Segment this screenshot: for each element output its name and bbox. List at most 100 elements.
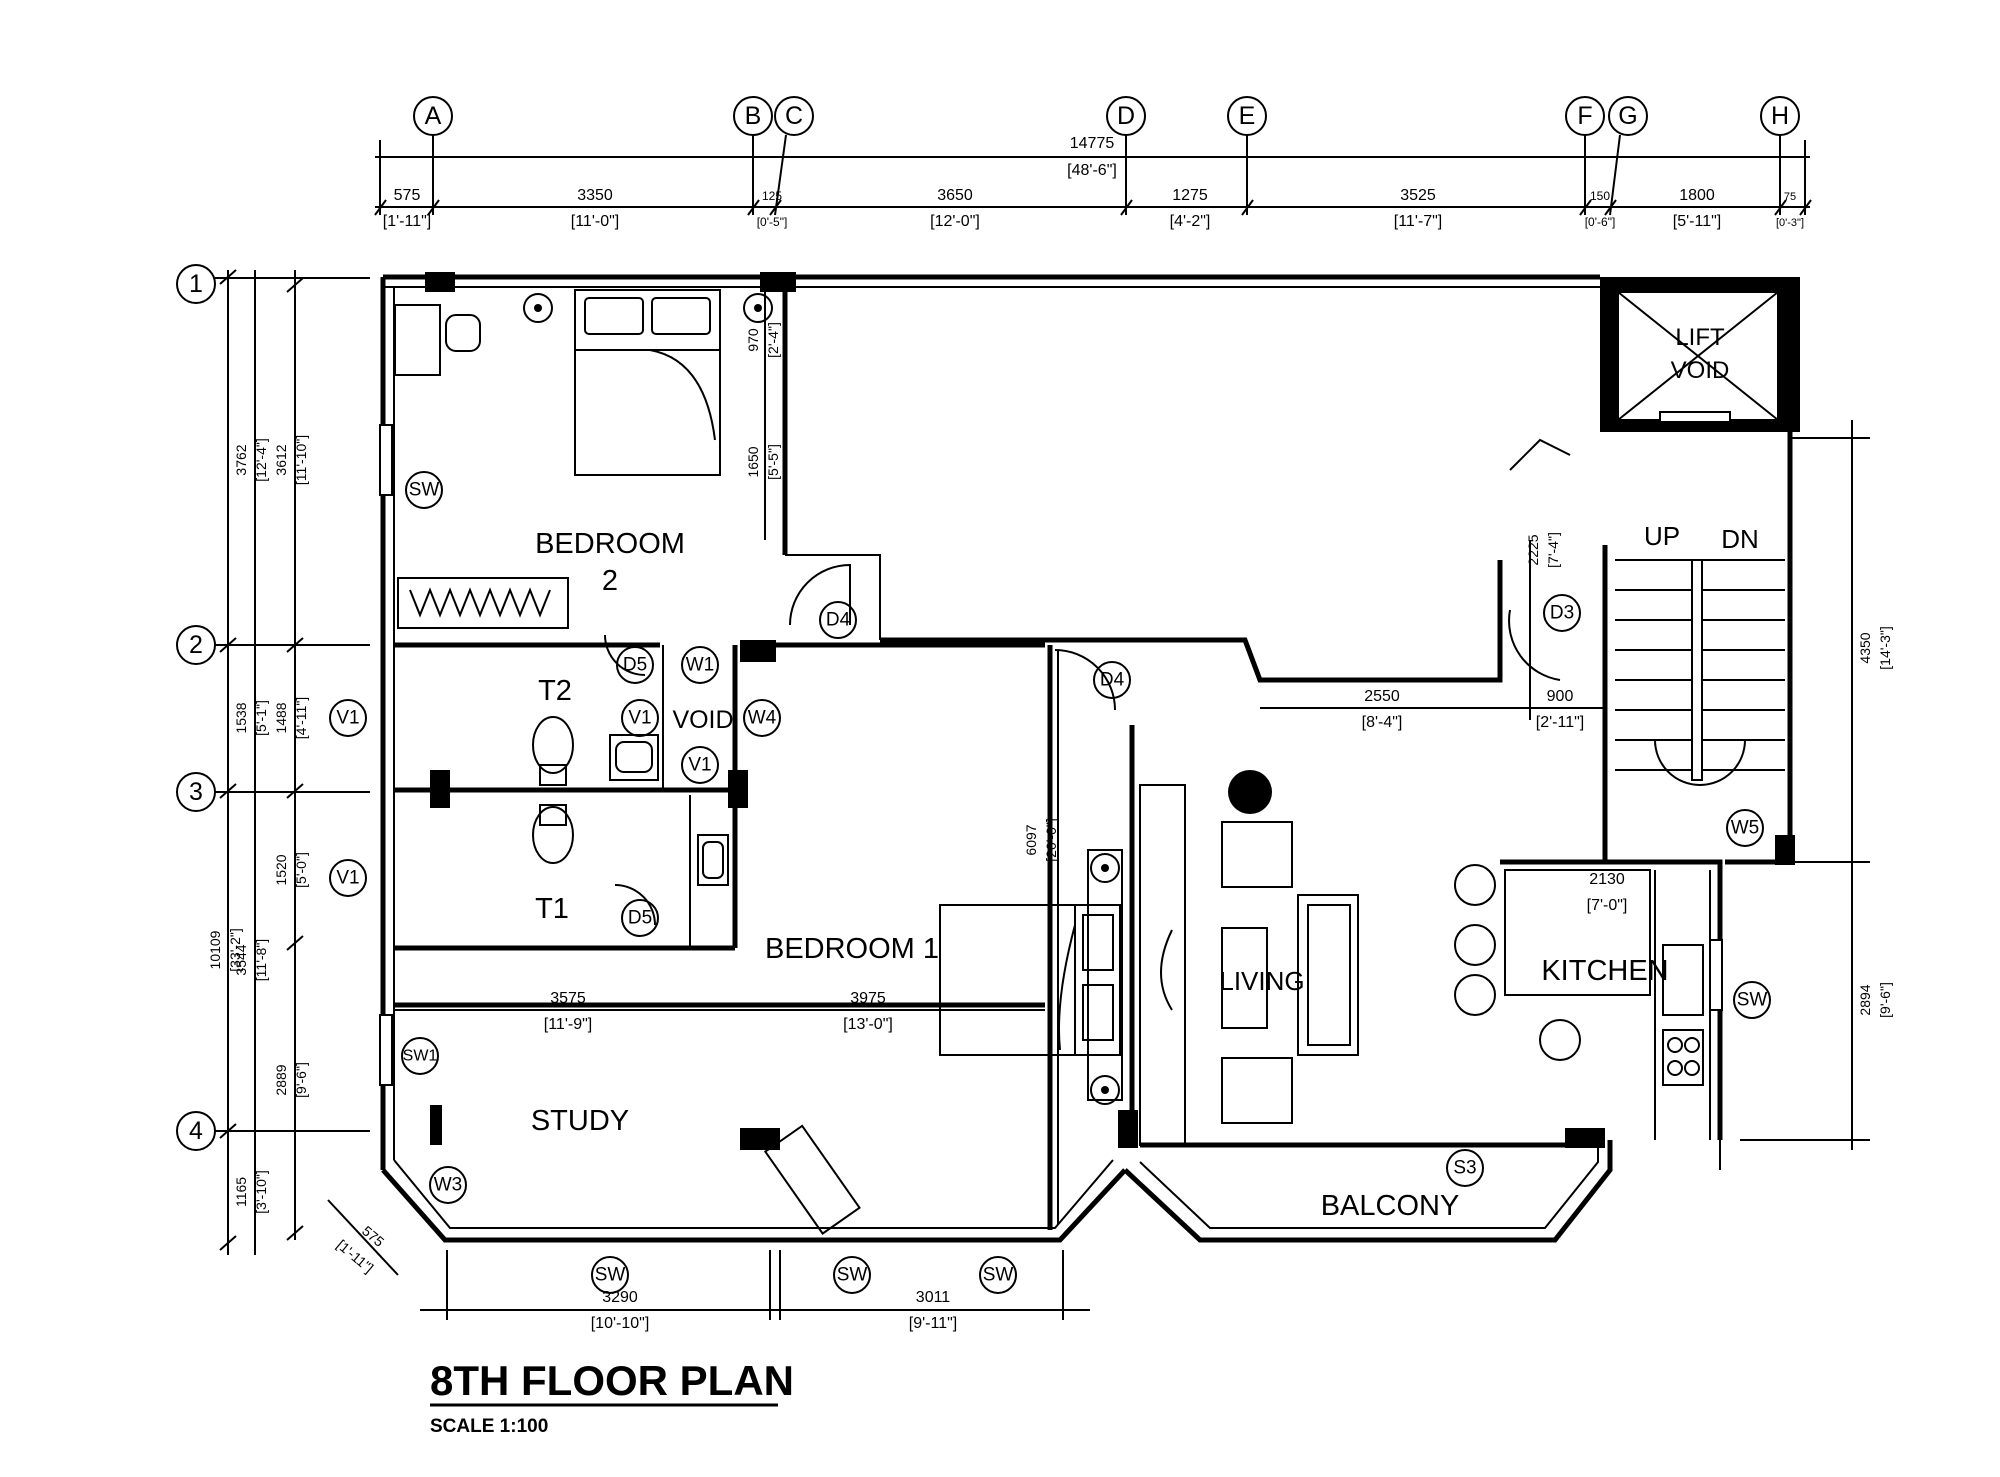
svg-text:W1: W1 [686,655,715,676]
right-dimension-chain: 4350 [14'-3"] 2894 [9'-6"] [1740,420,1893,1150]
dim-left-1b: 3612 [273,444,289,475]
svg-text:3575: 3575 [550,990,586,1007]
svg-text:G: G [1618,102,1637,130]
dim-left-3c: 2889 [273,1064,289,1095]
dim-left-4: 1165 [233,1177,249,1207]
svg-text:1650: 1650 [745,446,761,477]
dim-top-5: 1275 [1172,187,1208,204]
drawing-title-block: 8TH FLOOR PLAN SCALE 1:100 [430,1357,794,1437]
dim-top-4-imperial: [12'-0"] [930,213,980,230]
inner-dimensions: 970 [2'-4"] 1650 [5'-5"] 2225 [7'-4"] 25… [395,290,1627,1225]
dim-overall-width: 14775 [1070,135,1115,152]
room-label-study: STUDY [531,1105,629,1137]
tag-d4-bedroom1: D4 [1093,661,1131,699]
svg-text:V1: V1 [336,868,359,889]
svg-text:E: E [1239,102,1256,130]
tag-d3-hall: D3 [1543,594,1581,632]
tag-d4-bedroom2: D4 [819,601,857,639]
svg-text:3: 3 [189,778,203,806]
svg-text:900: 900 [1547,688,1574,705]
dim-top-6-imperial: [11'-7"] [1394,213,1442,230]
svg-text:2550: 2550 [1364,688,1400,705]
svg-text:970: 970 [745,328,761,352]
dim-left-1: 3762 [233,444,249,475]
svg-text:[11'-9"]: [11'-9"] [544,1016,592,1033]
room-label-void: VOID [672,706,733,734]
walls [379,274,1800,1243]
svg-text:D3: D3 [1550,603,1574,624]
tag-sw-bedroom2: SW [405,471,443,509]
room-label-t1: T1 [535,893,569,925]
dim-left-1-imperial: [12'-4"] [253,438,269,481]
svg-text:SW: SW [409,480,440,501]
furniture [394,289,1704,1235]
grid-bubble-b: B [733,96,773,136]
dim-top-1: 575 [394,187,421,204]
dim-left-4-imperial: [3'-10"] [253,1170,269,1213]
tag-v1-t2-right: V1 [621,699,659,737]
svg-text:H: H [1771,102,1789,130]
tag-d5-t1: D5 [621,899,659,937]
svg-text:SW: SW [1737,990,1768,1011]
dim-bottom-right: 3011 [916,1289,951,1306]
dim-right-kitchen: 2894 [1857,984,1873,1015]
dim-overall-height: 10109 [207,930,223,969]
tag-v1-t1-left: V1 [329,859,367,897]
svg-text:W5: W5 [1731,818,1760,839]
dim-top-2: 3350 [577,187,613,204]
dim-top-9-imperial: [0'-3"] [1776,217,1804,229]
dim-top-8: 1800 [1679,187,1715,204]
drawing-title: 8TH FLOOR PLAN [430,1357,794,1404]
svg-text:B: B [745,102,762,130]
svg-text:D4: D4 [826,610,851,631]
svg-text:[13'-0"]: [13'-0"] [843,1016,893,1033]
svg-text:SW: SW [837,1265,868,1286]
dim-right-stair-imperial: [14'-3"] [1877,626,1893,669]
tag-sw-bottom-mid: SW [833,1256,871,1294]
svg-text:2: 2 [189,631,203,659]
tag-v1-void: V1 [681,746,719,784]
dim-bottom-left: 3290 [602,1289,638,1306]
dim-right-kitchen-imperial: [9'-6"] [1877,982,1893,1018]
room-label-living: LIVING [1219,966,1304,996]
svg-text:[7'-4"]: [7'-4"] [1545,532,1561,568]
grid-bubble-d: D [1106,96,1146,136]
dim-left-1b-imperial: [11'-10"] [293,435,309,485]
grid-row-markers: 1 2 3 4 [176,264,370,1151]
svg-text:SW: SW [595,1265,626,1286]
grid-bubble-4: 4 [176,1111,216,1151]
dim-top-4: 3650 [937,187,973,204]
dim-top-7-imperial: [0'-6"] [1585,215,1616,229]
dim-overall-height-imperial: [33'-2"] [227,928,243,971]
tag-w4-void: W4 [743,699,781,737]
dim-top-2-imperial: [11'-0"] [571,213,619,230]
svg-text:V1: V1 [628,708,651,729]
stair-treads [1615,559,1785,786]
dim-top-9: 75 [1784,191,1796,203]
svg-text:[7'-0"]: [7'-0"] [1587,897,1628,914]
dim-top-8-imperial: [5'-11"] [1673,213,1721,230]
dim-left-2b-imperial: [4'-11"] [293,697,309,739]
grid-bubble-g: G [1608,96,1648,136]
grid-bubble-2: 2 [176,625,216,665]
svg-text:[5'-5"]: [5'-5"] [765,444,781,480]
svg-text:[8'-4"]: [8'-4"] [1362,714,1403,731]
grid-bubble-a: A [413,96,453,136]
dim-left-3-imperial: [11'-8"] [253,939,269,981]
grid-bubble-h: H [1760,96,1800,136]
tag-sw-bottom-left: SW [591,1256,629,1294]
dim-right-stair: 4350 [1857,632,1873,663]
svg-text:1: 1 [189,270,203,298]
svg-text:C: C [785,102,803,130]
dim-top-6: 3525 [1400,187,1436,204]
tag-sw-kitchen: SW [1733,981,1771,1019]
tag-w5-stair: W5 [1726,809,1764,847]
grid-bubble-f: F [1565,96,1605,136]
svg-text:[2'-11"]: [2'-11"] [1536,714,1584,731]
dim-left-3b-imperial: [5'-0"] [293,852,309,888]
room-label-kitchen: KITCHEN [1541,955,1668,987]
top-dimension-chain: 14775 [48'-6"] 575 [1'-11"] 3350 [11'-0"… [374,135,1812,230]
room-label-t2: T2 [538,675,572,707]
svg-text:D5: D5 [623,655,647,676]
